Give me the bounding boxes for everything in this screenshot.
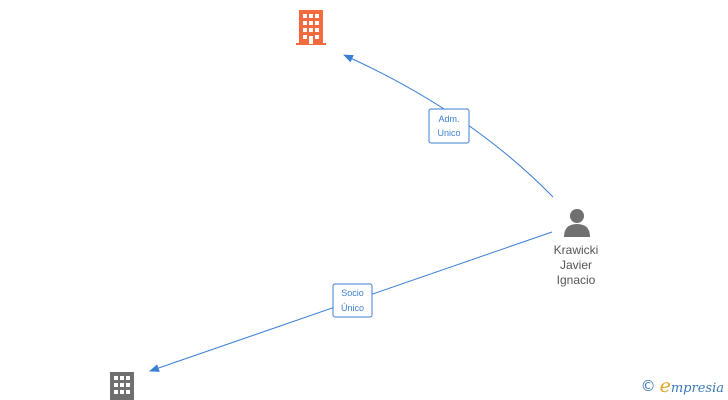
person-node[interactable]: Krawicki Javier Ignacio xyxy=(554,209,599,287)
logo-text: mpresia xyxy=(670,381,724,396)
watermark: © e mpresia xyxy=(641,375,724,397)
edge-label-line: Adm. xyxy=(438,114,459,124)
person-name-line: Krawicki xyxy=(554,243,599,257)
edge-label-adm-unico[interactable]: Adm. Unico xyxy=(428,108,470,144)
copyright-symbol: © xyxy=(640,377,656,395)
edge-label-line: Único xyxy=(341,303,364,313)
building-icon xyxy=(110,372,134,400)
person-name-line: Javier xyxy=(560,258,592,272)
edge-label-line: Unico xyxy=(437,128,460,138)
edge-label-line: Socio xyxy=(341,288,364,298)
logo-initial: e xyxy=(659,375,671,397)
person-icon xyxy=(564,209,590,237)
company-node-bottom[interactable] xyxy=(110,372,134,400)
company-node-top[interactable] xyxy=(296,10,326,45)
building-icon xyxy=(296,10,326,45)
edge-label-socio-unico[interactable]: Socio Único xyxy=(332,283,373,318)
empresia-logo: e mpresia xyxy=(660,375,724,397)
person-name-line: Ignacio xyxy=(557,273,596,287)
